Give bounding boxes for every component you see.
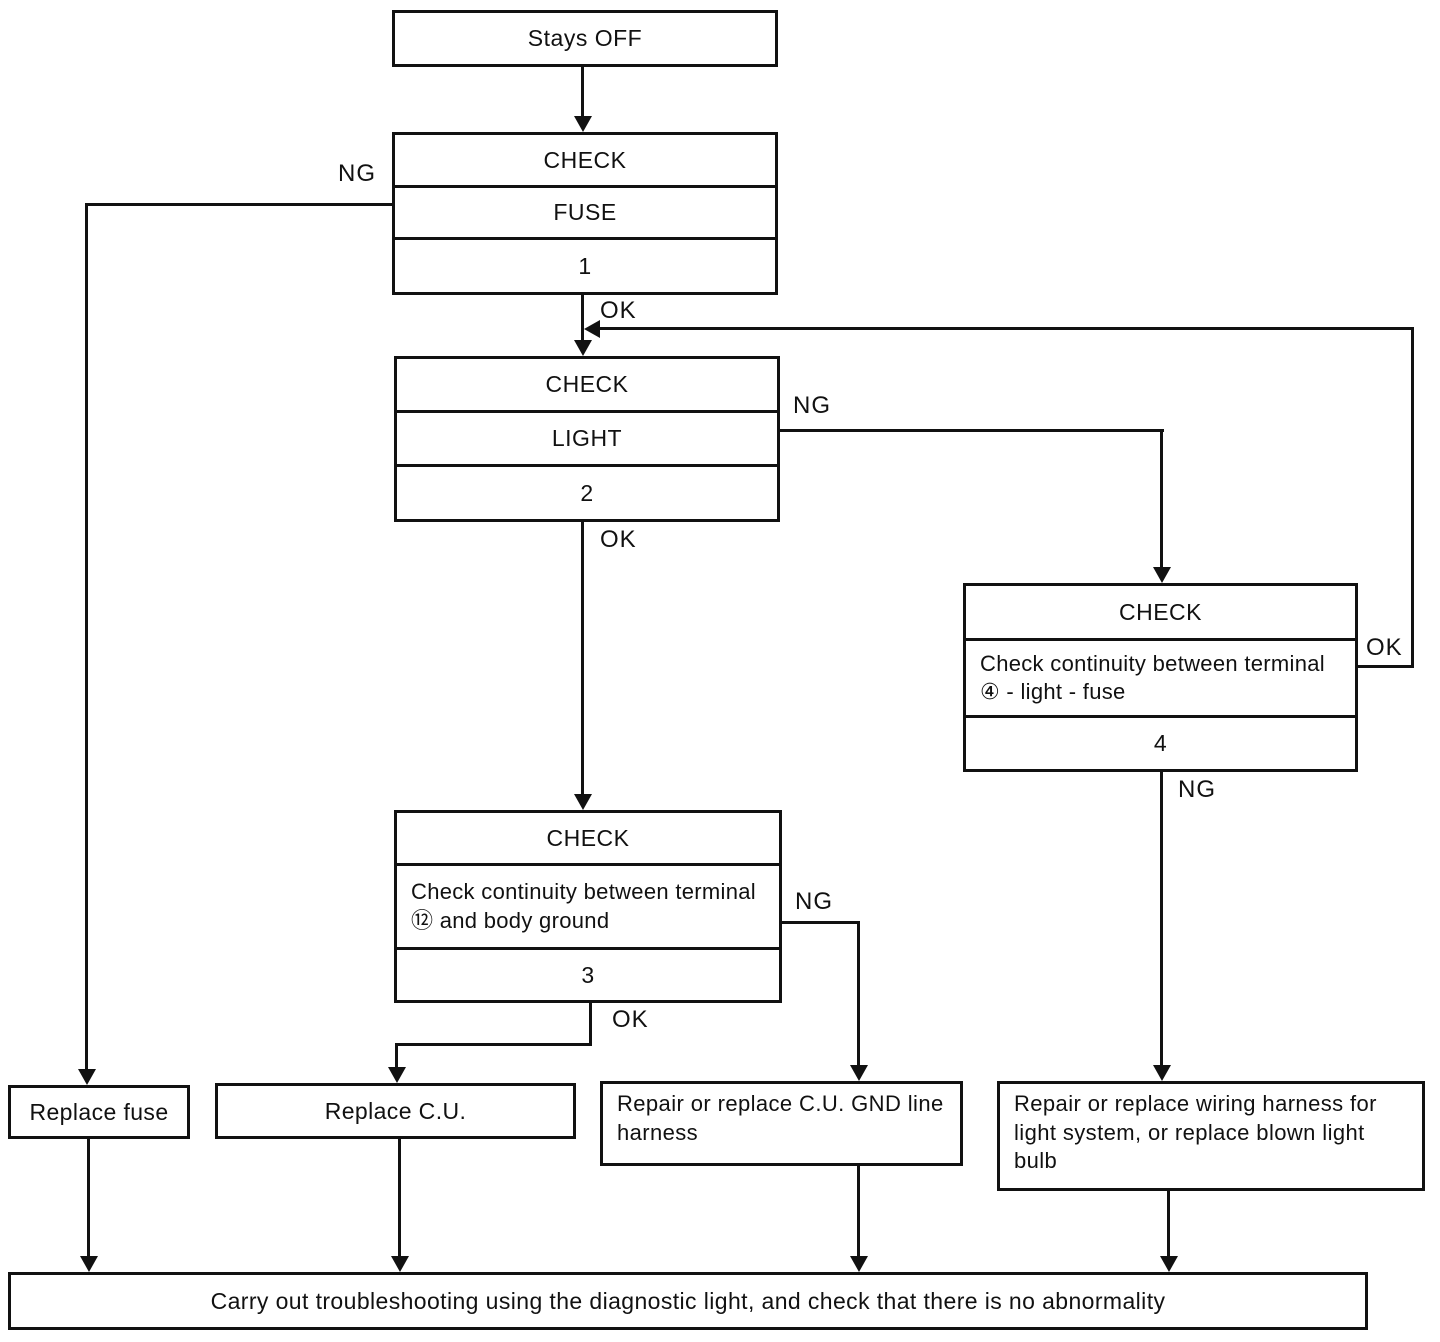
edge-label-fuse-ng: NG <box>338 160 376 187</box>
connector-line <box>1358 665 1414 668</box>
connector-line <box>395 1043 592 1046</box>
node-check-fuse-number: 1 <box>395 237 775 292</box>
node-check-light-body: LIGHT <box>397 410 777 464</box>
node-final-instruction: Carry out troubleshooting using the diag… <box>8 1272 1368 1330</box>
node-check-light-fuse-body: Check continuity between terminal ④ - li… <box>966 638 1355 715</box>
connector-line <box>857 1166 860 1258</box>
node-check-light-fuse: CHECK Check continuity between terminal … <box>963 583 1358 772</box>
node-repair-wiring-label: Repair or replace wiring harness for lig… <box>1014 1091 1377 1174</box>
connector-line <box>780 429 1164 432</box>
connector-line <box>581 295 584 342</box>
connector-line <box>398 1139 401 1258</box>
connector-line <box>581 522 584 796</box>
arrowhead-down-icon <box>850 1256 868 1272</box>
node-check-light-number: 2 <box>397 464 777 519</box>
connector-line <box>395 1043 398 1069</box>
node-repair-wiring: Repair or replace wiring harness for lig… <box>997 1081 1425 1191</box>
edge-label-light-ng: NG <box>793 392 831 419</box>
connector-line <box>1167 1191 1170 1258</box>
node-check-light-header: CHECK <box>545 371 629 397</box>
node-check-ground-number: 3 <box>397 947 779 1000</box>
node-check-light: CHECK LIGHT 2 <box>394 356 780 522</box>
connector-line <box>599 327 1414 330</box>
arrowhead-left-icon <box>584 320 600 338</box>
connector-line <box>85 203 88 1071</box>
connector-line <box>1160 772 1163 1067</box>
node-replace-fuse-label: Replace fuse <box>29 1098 169 1125</box>
edge-label-ground-ok: OK <box>612 1006 649 1033</box>
edge-label-fuse-ok: OK <box>600 297 637 324</box>
node-replace-fuse: Replace fuse <box>8 1085 190 1139</box>
node-stays-off: Stays OFF <box>392 10 778 67</box>
node-repair-gnd-label: Repair or replace C.U. GND line harness <box>617 1091 944 1145</box>
connector-line <box>1411 327 1414 668</box>
node-check-fuse-header: CHECK <box>543 146 627 173</box>
node-final-instruction-label: Carry out troubleshooting using the diag… <box>210 1287 1166 1314</box>
arrowhead-down-icon <box>1153 567 1171 583</box>
edge-label-ground-ng: NG <box>795 888 833 915</box>
edge-label-light-ok: OK <box>600 526 637 553</box>
node-check-fuse: CHECK FUSE 1 <box>392 132 778 295</box>
connector-line <box>782 921 860 924</box>
node-replace-cu: Replace C.U. <box>215 1083 576 1139</box>
node-stays-off-label: Stays OFF <box>527 25 643 51</box>
arrowhead-down-icon <box>391 1256 409 1272</box>
edge-label-light-fuse-ok: OK <box>1366 634 1403 661</box>
node-replace-cu-label: Replace C.U. <box>324 1097 467 1124</box>
node-check-ground-header: CHECK <box>546 824 630 851</box>
node-check-light-fuse-header: CHECK <box>1118 598 1202 625</box>
connector-line <box>589 1003 592 1046</box>
connector-line <box>87 1139 90 1258</box>
edge-label-light-fuse-ng: NG <box>1178 776 1216 803</box>
arrowhead-down-icon <box>80 1256 98 1272</box>
node-check-ground-body: Check continuity between terminal ⑫ and … <box>397 863 779 947</box>
connector-line <box>1160 429 1163 567</box>
arrowhead-down-icon <box>574 340 592 356</box>
node-check-light-fuse-number: 4 <box>966 715 1355 769</box>
arrowhead-down-icon <box>574 794 592 810</box>
arrowhead-down-icon <box>388 1067 406 1083</box>
node-check-ground: CHECK Check continuity between terminal … <box>394 810 782 1003</box>
node-check-fuse-body: FUSE <box>395 185 775 237</box>
arrowhead-down-icon <box>574 116 592 132</box>
connector-line <box>581 67 584 118</box>
arrowhead-down-icon <box>78 1069 96 1085</box>
arrowhead-down-icon <box>850 1065 868 1081</box>
connector-line <box>85 203 392 206</box>
node-repair-gnd: Repair or replace C.U. GND line harness <box>600 1081 963 1166</box>
arrowhead-down-icon <box>1160 1256 1178 1272</box>
arrowhead-down-icon <box>1153 1065 1171 1081</box>
connector-line <box>857 921 860 1067</box>
